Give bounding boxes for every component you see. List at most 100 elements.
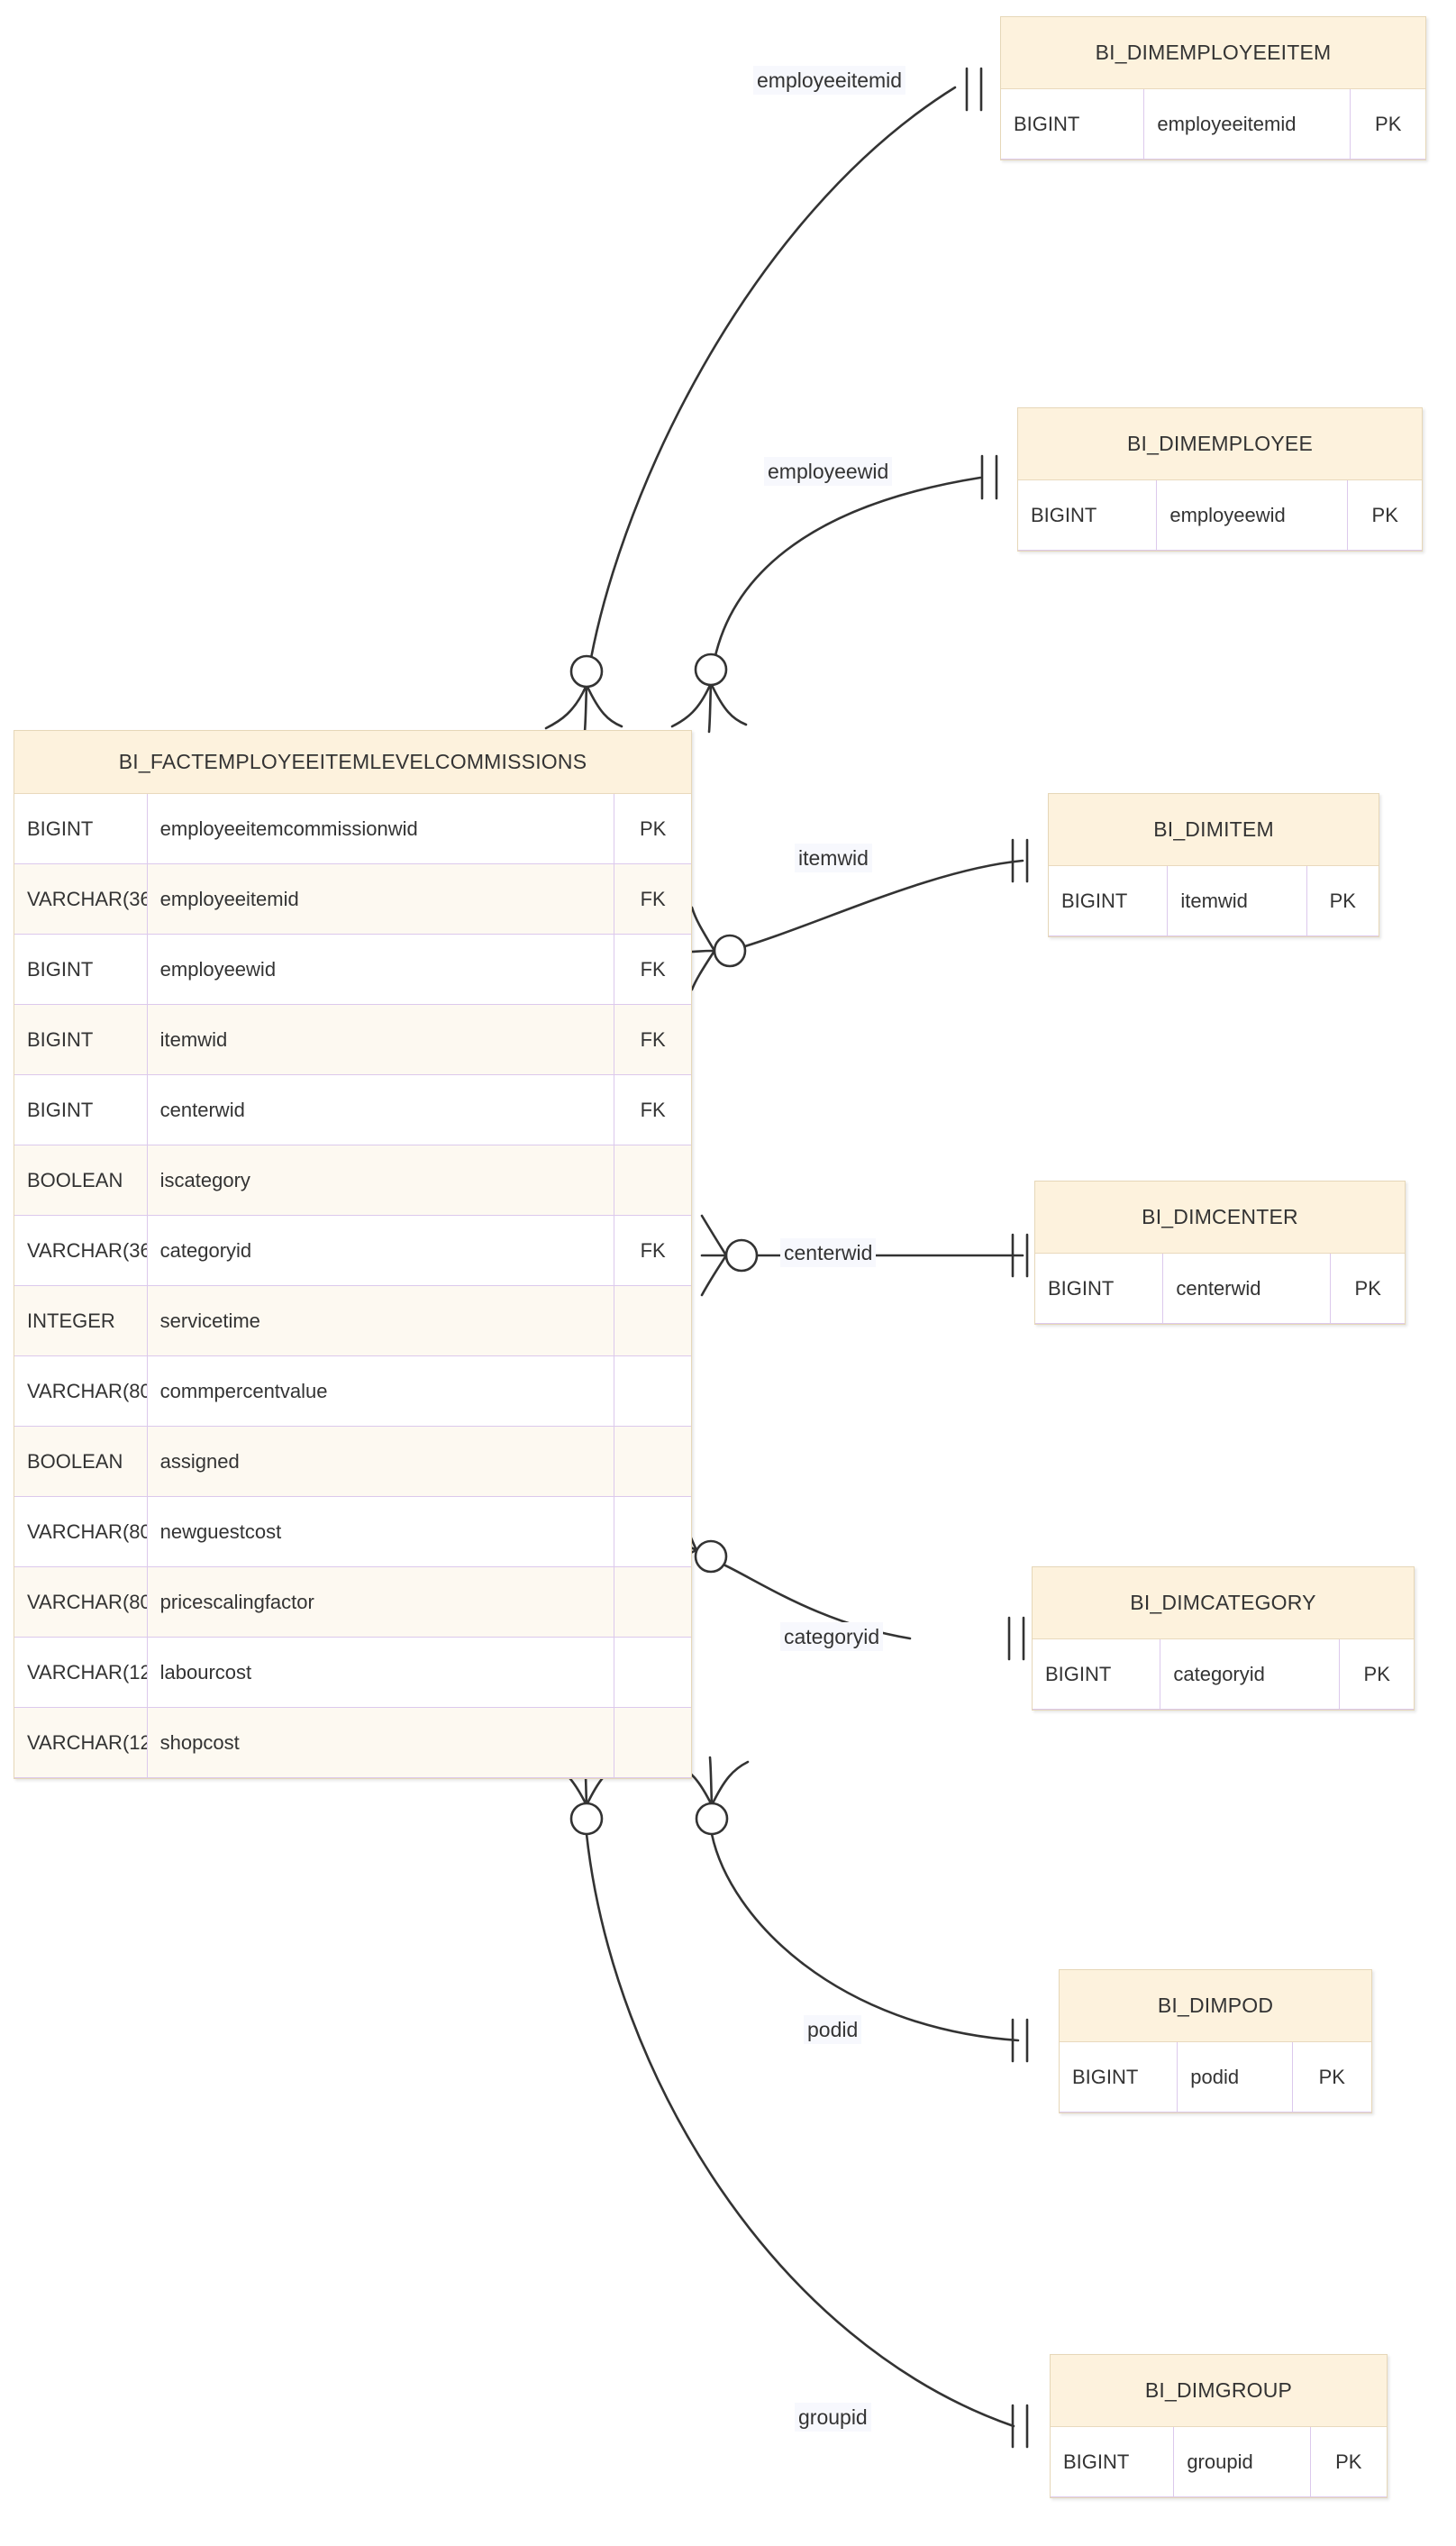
- attribute-key-badge: [614, 1567, 691, 1638]
- attribute-name: employeeitemid: [147, 864, 615, 935]
- attribute-name: centerwid: [147, 1075, 615, 1145]
- attribute-type: BIGINT: [1060, 2042, 1178, 2113]
- attribute-name: servicetime: [147, 1286, 615, 1356]
- entity-title-dimitem: BI_DIMITEM: [1049, 794, 1379, 866]
- attribute-name: commpercentvalue: [147, 1356, 615, 1427]
- attribute-key-badge: PK: [1310, 2427, 1387, 2497]
- attribute-name: pricescalingfactor: [147, 1567, 615, 1638]
- entity-title-dimgroup: BI_DIMGROUP: [1051, 2355, 1387, 2427]
- attribute-type: BIGINT: [1001, 89, 1145, 160]
- entity-bi-factemployeeitemlevelcommissions[interactable]: BI_FACTEMPLOYEEITEMLEVELCOMMISSIONS BIGI…: [14, 730, 692, 1779]
- attribute-name: employeeitemid: [1144, 89, 1351, 160]
- attribute-name: itemwid: [147, 1005, 615, 1075]
- attribute-type: VARCHAR(120): [14, 1638, 148, 1708]
- relationship-label-categoryid: categoryid: [780, 1622, 884, 1651]
- attribute-type: VARCHAR(36): [14, 864, 148, 935]
- attribute-name: podid: [1178, 2042, 1293, 2113]
- attribute-row: VARCHAR(120)labourcost: [14, 1638, 691, 1708]
- attribute-type: BIGINT: [14, 794, 148, 864]
- relationship-label-podid: podid: [804, 2015, 862, 2044]
- attribute-key-badge: FK: [614, 1216, 691, 1286]
- attribute-name: employeewid: [147, 935, 615, 1005]
- attribute-key-badge: PK: [1292, 2042, 1371, 2113]
- attribute-key-badge: [614, 1286, 691, 1356]
- attribute-key-badge: PK: [1331, 1254, 1405, 1324]
- attribute-key-badge: [614, 1145, 691, 1216]
- attribute-type: BIGINT: [1051, 2427, 1175, 2497]
- attribute-type: BIGINT: [14, 935, 148, 1005]
- attribute-key-badge: PK: [614, 794, 691, 864]
- attribute-key-badge: PK: [1348, 480, 1422, 551]
- attribute-type: BIGINT: [14, 1005, 148, 1075]
- relationship-label-groupid: groupid: [795, 2403, 871, 2432]
- attribute-row: VARCHAR(80)commpercentvalue: [14, 1356, 691, 1427]
- attribute-type: BOOLEAN: [14, 1427, 148, 1497]
- attribute-name: assigned: [147, 1427, 615, 1497]
- attribute-name: labourcost: [147, 1638, 615, 1708]
- attribute-key-badge: [614, 1497, 691, 1567]
- attribute-type: VARCHAR(80): [14, 1497, 148, 1567]
- attribute-key-badge: [614, 1427, 691, 1497]
- attribute-type: BIGINT: [1035, 1254, 1164, 1324]
- attribute-key-badge: PK: [1351, 89, 1425, 160]
- attribute-key-badge: [614, 1638, 691, 1708]
- attribute-type: VARCHAR(80): [14, 1567, 148, 1638]
- attribute-name: centerwid: [1163, 1254, 1332, 1324]
- attribute-type: BOOLEAN: [14, 1145, 148, 1216]
- attribute-name: newguestcost: [147, 1497, 615, 1567]
- attribute-name: employeeitemcommissionwid: [147, 794, 615, 864]
- entity-title-dimpod: BI_DIMPOD: [1060, 1970, 1371, 2042]
- entity-title-dimcenter: BI_DIMCENTER: [1035, 1182, 1405, 1254]
- connector-groupid: [551, 1756, 1029, 2449]
- attribute-type: VARCHAR(36): [14, 1216, 148, 1286]
- attribute-key-badge: FK: [614, 935, 691, 1005]
- attribute-name: groupid: [1174, 2427, 1311, 2497]
- attribute-type: VARCHAR(120): [14, 1708, 148, 1778]
- connector-employeewid: [670, 454, 998, 734]
- attribute-name: itemwid: [1168, 866, 1307, 936]
- attribute-key-badge: [614, 1356, 691, 1427]
- relationship-label-centerwid: centerwid: [780, 1238, 877, 1267]
- attribute-name: categoryid: [1160, 1639, 1341, 1710]
- attribute-type: INTEGER: [14, 1286, 148, 1356]
- connector-employeeitemid: [544, 67, 983, 734]
- attribute-type: BIGINT: [1049, 866, 1169, 936]
- relationship-label-employeewid: employeewid: [764, 457, 893, 486]
- relationship-label-employeeitemid: employeeitemid: [753, 66, 906, 95]
- attribute-key-badge: [614, 1708, 691, 1778]
- attribute-name: employeewid: [1157, 480, 1349, 551]
- attribute-type: VARCHAR(80): [14, 1356, 148, 1427]
- attribute-key-badge: FK: [614, 1075, 691, 1145]
- attribute-type: BIGINT: [14, 1075, 148, 1145]
- attribute-name: iscategory: [147, 1145, 615, 1216]
